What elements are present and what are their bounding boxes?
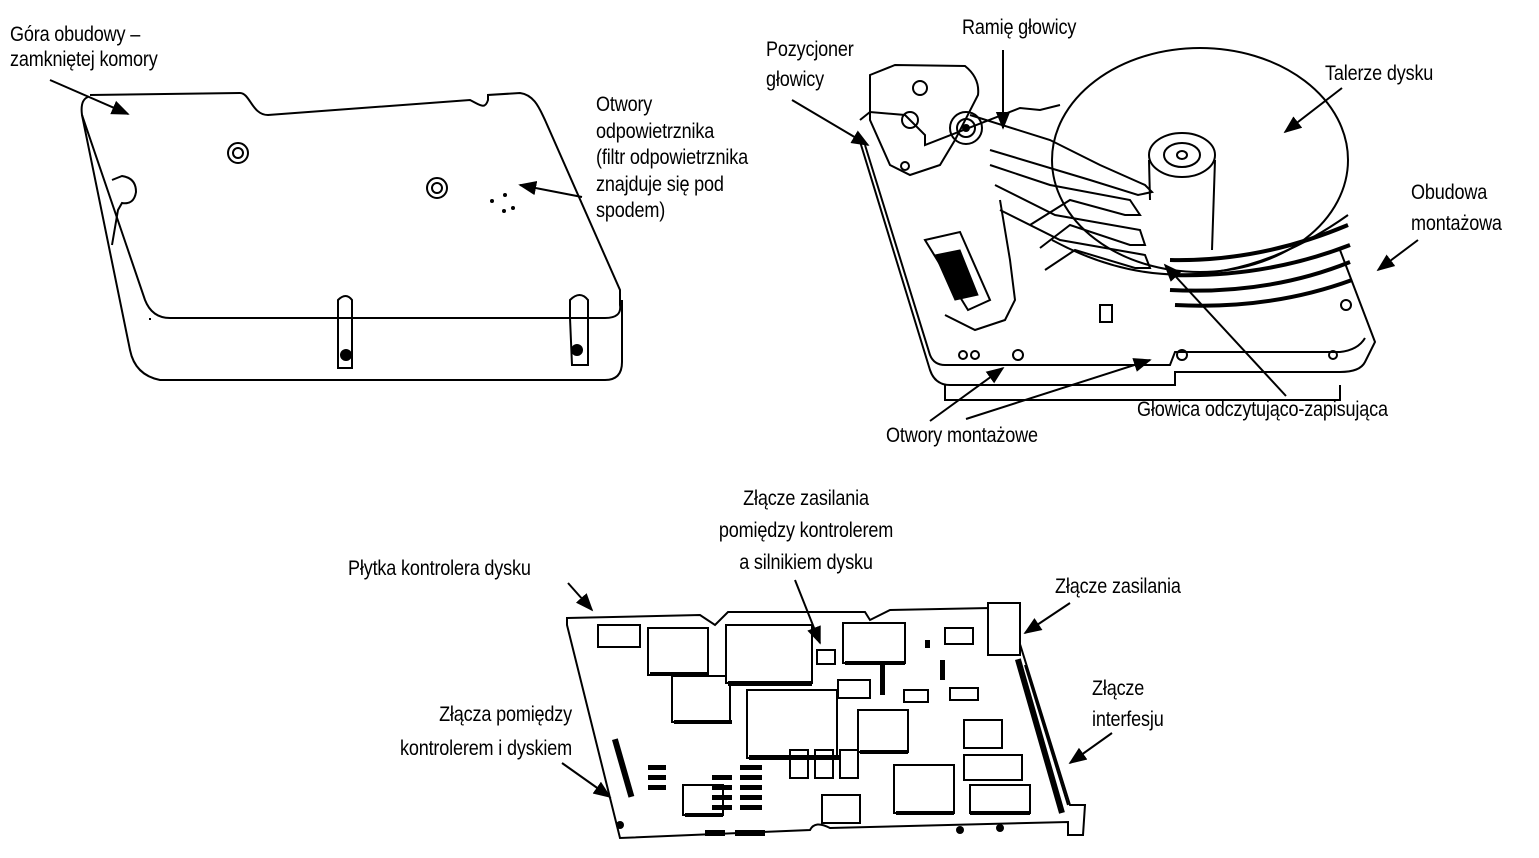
label-mounting-frame: Obudowa montażowa — [1411, 181, 1502, 235]
label-controller-board: Płytka kontrolera dysku — [348, 557, 531, 580]
label-power-connector: Złącze zasilania — [1055, 575, 1181, 598]
arrow-mounting-hole-2 — [965, 358, 1152, 420]
arrow-drive-connectors — [561, 762, 612, 799]
label-mounting-holes: Otwory montażowe — [886, 424, 1038, 447]
top-cover-drawing — [80, 91, 623, 381]
label-read-write-head: Głowica odczytująco-zapisująca — [1137, 398, 1388, 421]
label-drive-connectors: Złącza pomiędzy kontrolerem i dyskiem — [399, 703, 572, 760]
arrow-mounting-hole-1 — [929, 366, 1005, 422]
leader-lines — [49, 50, 1419, 799]
arrow-board — [567, 582, 594, 612]
label-head-positioner: Pozycjoner głowicy — [766, 38, 854, 91]
controller-board-drawing — [566, 602, 1087, 840]
label-motor-power-connector: Złącze zasilania pomiędzy kontrolerem a … — [718, 487, 894, 574]
label-head-arm: Ramię głowicy — [962, 16, 1077, 39]
arrow-platters — [1283, 87, 1343, 134]
label-top-cover: Góra obudowy – zamkniętej komory — [10, 23, 158, 71]
arrow-vent — [518, 181, 583, 198]
vent-holes — [490, 193, 515, 213]
arrow-interface — [1068, 732, 1113, 765]
arrow-read-write-head — [1163, 263, 1287, 397]
label-vent-holes: Otwory odpowietrznika (filtr odpowietrzn… — [596, 93, 748, 222]
arrow-mounting-frame — [1376, 239, 1419, 272]
drive-assembly-drawing — [854, 47, 1377, 401]
arrow-power — [1023, 602, 1071, 634]
label-interface-connector: Złącze interfesju — [1092, 677, 1164, 731]
label-platters: Talerze dysku — [1325, 62, 1434, 85]
arrow-motor-power — [794, 579, 821, 645]
arrow-cover — [49, 79, 130, 115]
arrow-positioner — [791, 99, 870, 146]
